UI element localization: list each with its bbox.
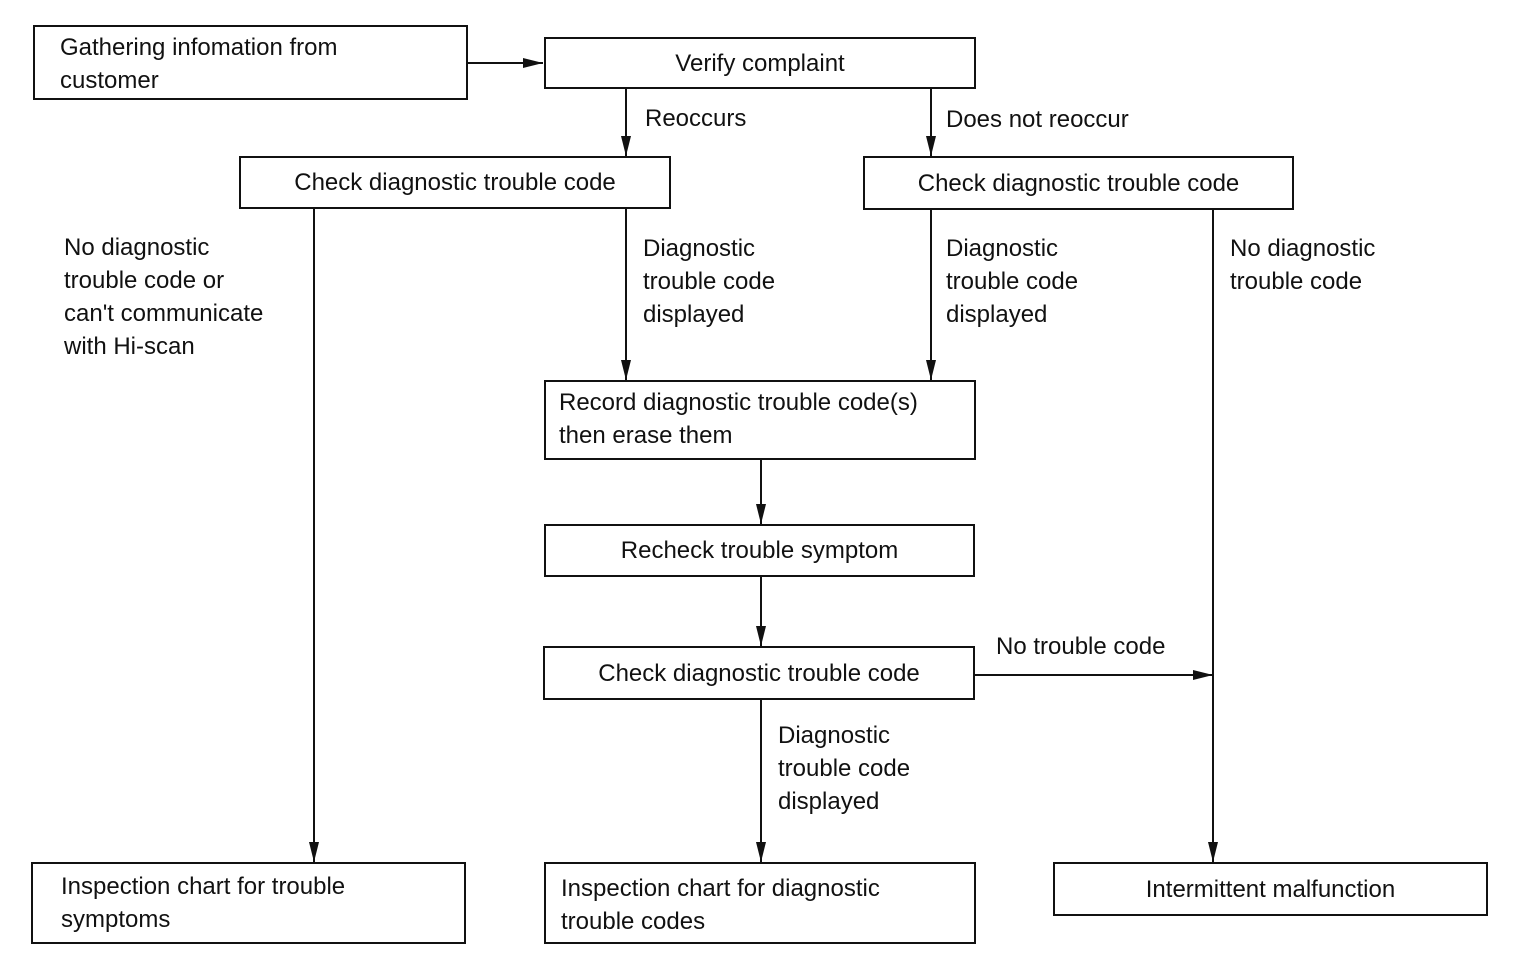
recheck-symptom-label: Recheck trouble symptom [620, 537, 899, 564]
inspect-codes-line-2: trouble codes [561, 908, 706, 935]
label-no-code-right-line-1: No diagnostic [1230, 235, 1376, 262]
label-displayed-left-line-2: trouble code [643, 268, 776, 295]
inspect-codes-line-1: Inspection chart for diagnostic [561, 875, 880, 902]
inspect-symptoms-line-2: symptoms [61, 906, 171, 933]
label-no-code-left: No diagnostic trouble code or can't comm… [64, 231, 263, 363]
intermittent-box: Intermittent malfunction [1053, 862, 1488, 916]
verify-complaint-box: Verify complaint [544, 37, 976, 89]
gather-info-line-1: Gathering infomation from [60, 34, 338, 61]
check-code-right-box: Check diagnostic trouble code [863, 156, 1294, 210]
label-displayed-mid-line-3: displayed [778, 788, 880, 815]
inspect-symptoms-box: Inspection chart for trouble symptoms [31, 862, 466, 944]
label-displayed-left-line-3: displayed [643, 301, 745, 328]
label-no-code-left-line-4: with Hi-scan [64, 333, 195, 360]
label-reoccurs-text: Reoccurs [645, 105, 747, 132]
label-displayed-right: Diagnostic trouble code displayed [946, 232, 1078, 331]
label-no-trouble-code-text: No trouble code [996, 633, 1166, 660]
label-displayed-mid: Diagnostic trouble code displayed [778, 719, 910, 818]
label-no-code-right-line-2: trouble code [1230, 268, 1363, 295]
label-displayed-mid-line-2: trouble code [778, 755, 911, 782]
label-displayed-left: Diagnostic trouble code displayed [643, 232, 775, 331]
recheck-symptom-box: Recheck trouble symptom [544, 524, 975, 577]
label-no-code-left-line-2: trouble code or [64, 267, 225, 294]
label-no-code-left-line-3: can't communicate [64, 300, 264, 327]
label-no-code-left-line-1: No diagnostic [64, 234, 210, 261]
label-no-code-right: No diagnostic trouble code [1230, 232, 1375, 298]
label-does-not-reoccur-text: Does not reoccur [946, 106, 1129, 133]
record-codes-line-2: then erase them [559, 422, 733, 449]
label-reoccurs: Reoccurs [645, 102, 746, 135]
label-displayed-left-line-1: Diagnostic [643, 235, 756, 262]
gather-info-line-2: customer [60, 67, 159, 94]
record-codes-line-1: Record diagnostic trouble code(s) [559, 389, 918, 416]
check-code-mid-label: Check diagnostic trouble code [598, 659, 920, 687]
label-does-not-reoccur: Does not reoccur [946, 103, 1129, 136]
gather-info-box: Gathering infomation from customer [33, 25, 468, 100]
label-no-trouble-code: No trouble code [996, 630, 1165, 663]
label-displayed-mid-line-1: Diagnostic [778, 722, 891, 749]
label-displayed-right-line-1: Diagnostic [946, 235, 1059, 262]
inspect-codes-box: Inspection chart for diagnostic trouble … [544, 862, 976, 944]
record-codes-box: Record diagnostic trouble code(s) then e… [544, 380, 976, 460]
check-code-right-label: Check diagnostic trouble code [917, 169, 1240, 197]
inspect-symptoms-line-1: Inspection chart for trouble [61, 873, 346, 900]
label-displayed-right-line-3: displayed [946, 301, 1048, 328]
verify-complaint-label: Verify complaint [675, 49, 845, 77]
check-code-left-box: Check diagnostic trouble code [239, 156, 671, 209]
check-code-mid-box: Check diagnostic trouble code [543, 646, 975, 700]
intermittent-label: Intermittent malfunction [1145, 875, 1396, 903]
check-code-left-label: Check diagnostic trouble code [294, 169, 616, 196]
label-displayed-right-line-2: trouble code [946, 268, 1079, 295]
